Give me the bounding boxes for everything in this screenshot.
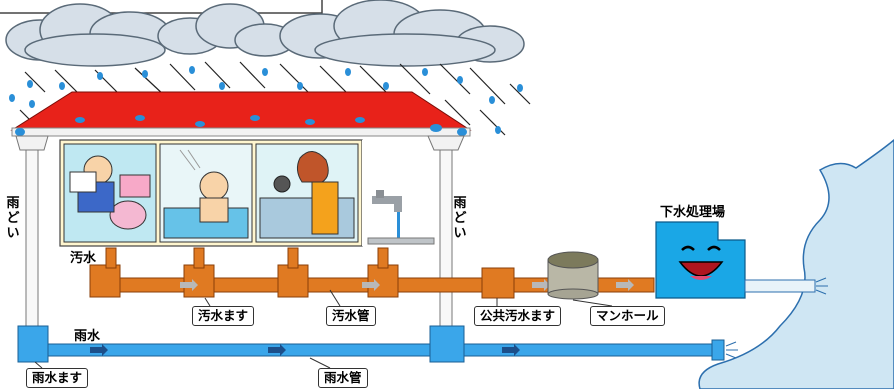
- treatment-plant: [655, 221, 746, 299]
- public-sewage-inlet-callout: 公共汚水ます: [474, 306, 562, 326]
- house-roof: [10, 91, 472, 131]
- faucet: [367, 190, 435, 245]
- panel-kitchen: [255, 143, 359, 243]
- cloud-middle: [157, 3, 296, 57]
- sewage-pipes: [89, 247, 655, 299]
- clouds: [5, 0, 525, 67]
- cloud-left: [5, 3, 171, 67]
- left-downspout-label: 雨どい: [6, 196, 20, 241]
- top-left-frame: [0, 0, 323, 14]
- roof-gutter: [11, 127, 471, 137]
- rain-pipe-callout: 雨水管: [318, 368, 368, 388]
- right-downspout-label: 雨どい: [453, 196, 467, 241]
- panel-toilet: [63, 143, 157, 243]
- sewage-water-label: 汚水: [70, 251, 97, 266]
- river: [698, 139, 894, 389]
- outflow-splash-upper: [815, 277, 828, 295]
- rain-pipes: [17, 325, 725, 363]
- sewage-pipe-callout: 汚水管: [326, 306, 376, 326]
- roof-splashes: [15, 115, 467, 136]
- callout-pointers: [34, 289, 613, 369]
- manhole-tank: [547, 251, 599, 300]
- cloud-right: [279, 0, 525, 67]
- manhole-callout: マンホール: [590, 306, 665, 326]
- panel-bath: [159, 143, 253, 243]
- rain-water-label: 雨水: [74, 329, 101, 344]
- treatment-plant-label: 下水処理場: [660, 205, 726, 220]
- left-downspout: [15, 135, 49, 327]
- rain-drops: [9, 66, 523, 134]
- rain-flow-arrows: [90, 344, 520, 356]
- sewage-flow-arrows: [180, 279, 634, 291]
- sewage-inlet-callout: 汚水ます: [192, 306, 255, 326]
- plant-outflow-pipe: [744, 279, 816, 293]
- outflow-splash-lower: [725, 341, 738, 359]
- rain-inlet-callout: 雨水ます: [26, 368, 89, 388]
